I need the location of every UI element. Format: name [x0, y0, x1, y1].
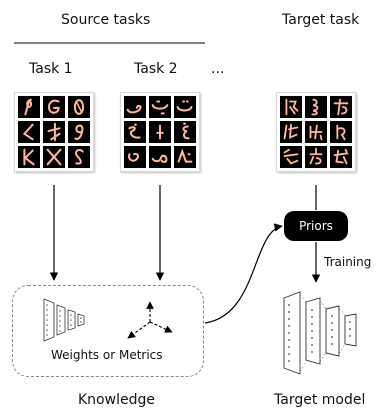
glyph-cell — [18, 121, 40, 143]
glyph-cell — [149, 121, 171, 143]
glyph-cell — [330, 146, 352, 168]
3d-axes-icon — [127, 301, 173, 339]
task1-label: Task 1 — [29, 61, 73, 77]
glyph-cell — [124, 96, 146, 118]
target-task-title: Target task — [282, 12, 360, 28]
glyph-cell — [174, 121, 196, 143]
glyph-cell — [305, 121, 327, 143]
target-image-grid — [276, 92, 356, 172]
knowledge-title: Knowledge — [78, 392, 155, 408]
priors-label: Priors — [299, 219, 333, 233]
task2-image-grid — [120, 92, 200, 172]
ellipsis: ... — [211, 61, 225, 77]
glyph-cell — [305, 96, 327, 118]
priors-box: Priors — [284, 211, 348, 241]
glyph-cell — [174, 146, 196, 168]
glyph-cell — [330, 121, 352, 143]
glyph-cell — [124, 121, 146, 143]
glyph-cell — [18, 96, 40, 118]
glyph-cell — [149, 96, 171, 118]
task2-label: Task 2 — [134, 61, 178, 77]
glyph-cell — [43, 96, 65, 118]
glyph-cell — [124, 146, 146, 168]
knowledge-box — [12, 285, 204, 377]
neural-network-layers-icon — [43, 298, 85, 342]
glyph-cell — [174, 96, 196, 118]
glyph-cell — [330, 96, 352, 118]
glyph-cell — [18, 146, 40, 168]
knowledge-to-priors-arrow — [204, 223, 283, 324]
glyph-cell — [280, 96, 302, 118]
knowledge-caption: Weights or Metrics — [51, 348, 163, 362]
glyph-cell — [43, 121, 65, 143]
source-tasks-title: Source tasks — [61, 12, 151, 28]
glyph-cell — [68, 121, 90, 143]
glyph-cell — [305, 146, 327, 168]
glyph-cell — [280, 146, 302, 168]
target-network-icon — [283, 291, 357, 375]
glyph-cell — [43, 146, 65, 168]
task1-image-grid — [14, 92, 94, 172]
glyph-cell — [149, 146, 171, 168]
glyph-cell — [280, 121, 302, 143]
training-label: Training — [324, 255, 372, 269]
glyph-cell — [68, 96, 90, 118]
glyph-cell — [68, 146, 90, 168]
target-model-title: Target model — [274, 392, 366, 408]
